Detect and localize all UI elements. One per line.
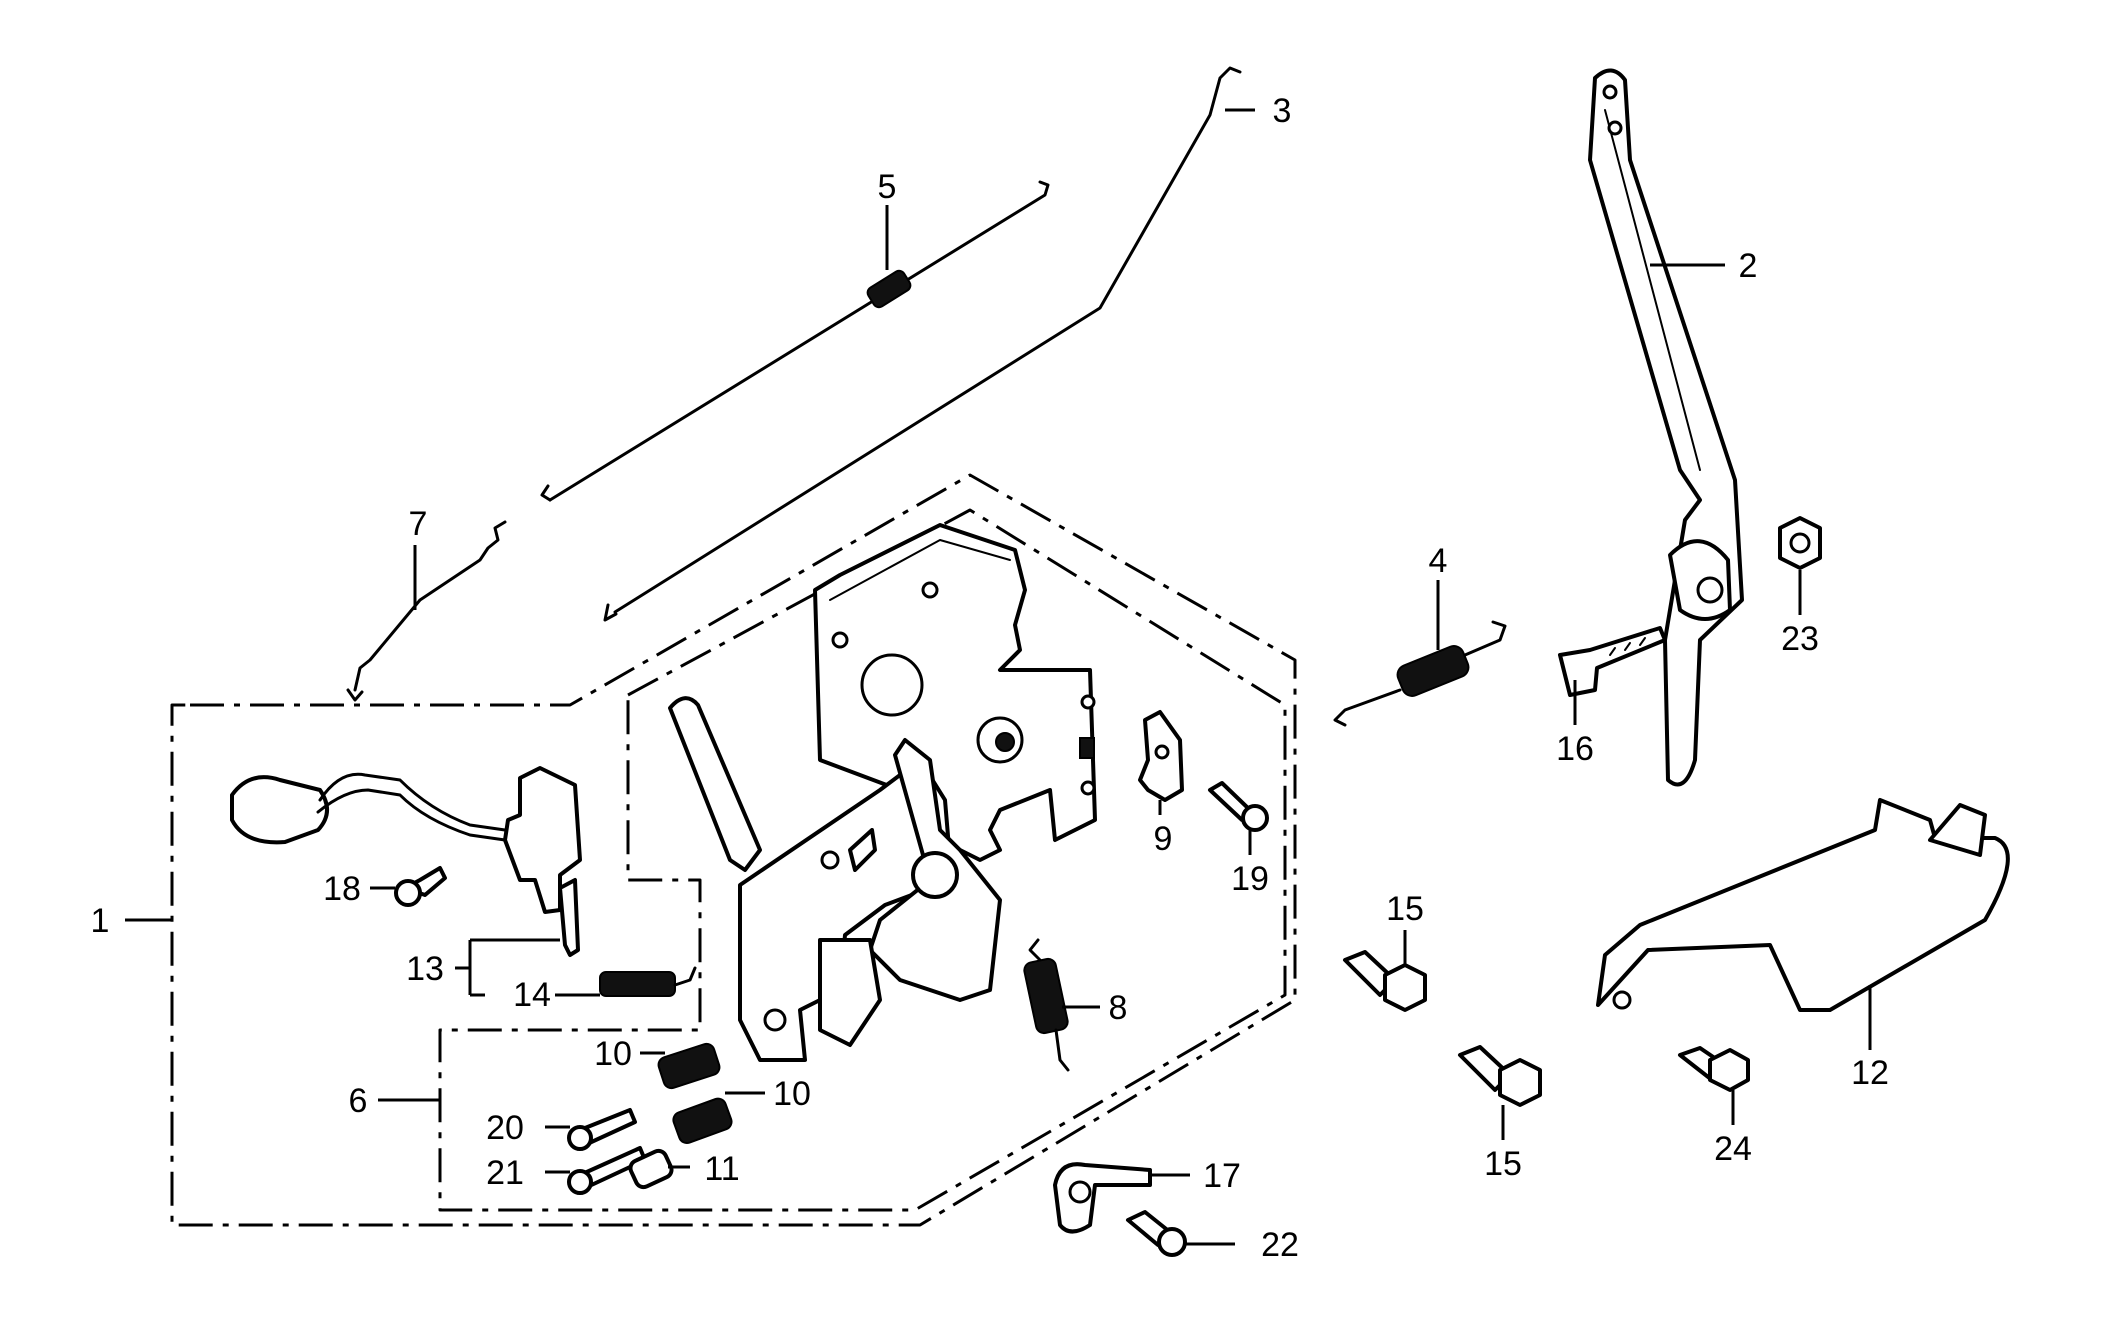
callout-1: 1 — [91, 902, 110, 940]
callout-19: 19 — [1231, 860, 1269, 898]
flange-bolt-part-24 — [1678, 1046, 1750, 1092]
leader-lines — [125, 108, 1872, 1246]
flange-nut-part-23 — [1778, 516, 1822, 570]
governor-rod-part-5 — [540, 180, 1050, 502]
callout-2: 2 — [1739, 247, 1758, 285]
callout-5: 5 — [878, 168, 897, 206]
assembly-1-outline — [170, 473, 1297, 1227]
callout-17: 17 — [1203, 1157, 1241, 1195]
throttle-lever-assembly — [668, 696, 1002, 1062]
callout-21: 21 — [486, 1154, 524, 1192]
callout-16: 16 — [1556, 730, 1594, 768]
flange-bolt-part-15-lower — [1458, 1045, 1542, 1107]
choke-rod-part-7 — [346, 520, 507, 702]
callout-22: 22 — [1261, 1226, 1299, 1264]
callout-13: 13 — [406, 950, 444, 988]
callout-24: 24 — [1714, 1130, 1752, 1168]
clip-part-9 — [1138, 710, 1184, 802]
control-lever-part-2 — [1588, 68, 1744, 787]
callout-labels: 1 2 3 4 5 6 7 8 9 10 10 11 12 13 14 15 1… — [91, 92, 1889, 1264]
callout-15-lower: 15 — [1484, 1145, 1522, 1183]
spring-part-4 — [1333, 620, 1507, 727]
callout-6: 6 — [349, 1082, 368, 1120]
cable-clamp-part-17 — [1053, 1162, 1152, 1234]
collar-part-11 — [628, 1148, 674, 1190]
cable-harness-part-1 — [230, 772, 507, 845]
control-base-bracket-part-6 — [813, 523, 1097, 862]
screw-part-22 — [1126, 1210, 1187, 1257]
callout-8: 8 — [1109, 989, 1128, 1027]
spring-part-10-lower — [672, 1097, 733, 1145]
callout-20: 20 — [486, 1109, 524, 1147]
spring-part-14 — [599, 966, 697, 997]
flange-bolt-part-15-upper — [1343, 950, 1427, 1012]
screw-part-20 — [567, 1108, 637, 1151]
switch-bracket-part-13 — [503, 766, 582, 957]
callout-9: 9 — [1154, 820, 1173, 858]
callout-23: 23 — [1781, 620, 1819, 658]
callout-12: 12 — [1851, 1054, 1889, 1092]
spring-part-10-upper — [657, 1042, 721, 1090]
spring-on-rod-part-5 — [866, 269, 912, 309]
assembly-6-outline — [438, 508, 1287, 1212]
callout-10-lower: 10 — [773, 1075, 811, 1113]
plate-part-12 — [1596, 798, 2010, 1012]
callout-3: 3 — [1273, 92, 1292, 130]
callout-4: 4 — [1429, 542, 1448, 580]
callout-11: 11 — [704, 1150, 739, 1188]
callout-15-upper: 15 — [1386, 890, 1424, 928]
callout-7: 7 — [409, 505, 428, 543]
callout-14: 14 — [513, 976, 551, 1014]
throttle-rod-part-3 — [603, 66, 1242, 622]
screw-part-18 — [394, 866, 447, 907]
callout-18: 18 — [323, 870, 361, 908]
callout-10-upper: 10 — [594, 1035, 632, 1073]
spring-part-8 — [1023, 938, 1070, 1072]
screw-part-19 — [1208, 781, 1269, 832]
